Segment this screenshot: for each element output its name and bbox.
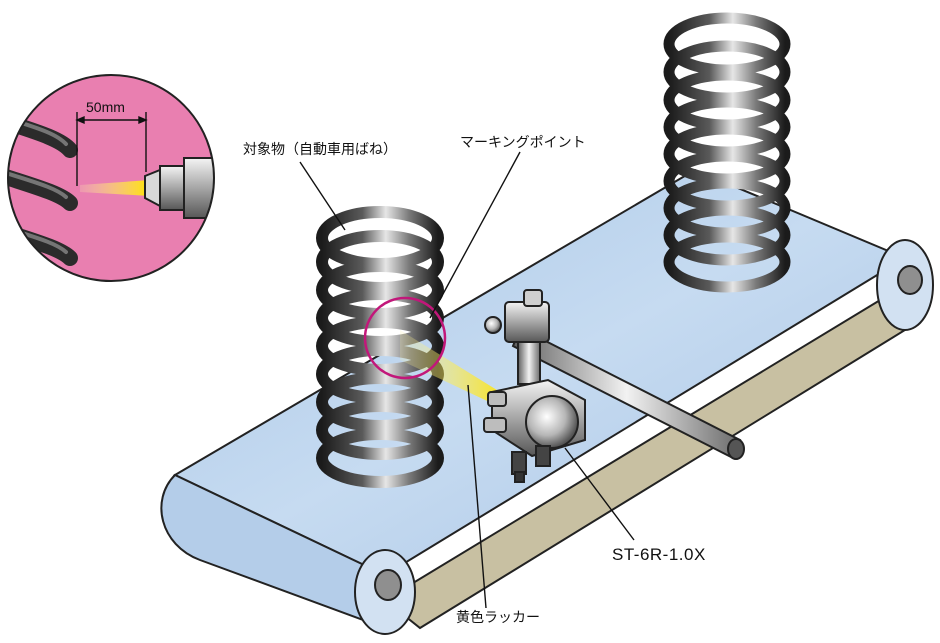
lacquer-label: 黄色ラッカー xyxy=(456,610,540,626)
lacquer-spray xyxy=(400,330,505,407)
rear-spring xyxy=(663,12,791,293)
distance-label: 50mm xyxy=(86,99,125,115)
model-label: ST-6R-1.0X xyxy=(612,545,706,564)
leader-lines xyxy=(299,151,635,609)
marking-point-label: マーキングポイント xyxy=(460,135,586,151)
marking-point-ring xyxy=(363,296,447,380)
inset-detail xyxy=(7,74,215,282)
marking-gun xyxy=(483,289,745,483)
target-label: 対象物（自動車用ばね） xyxy=(243,142,397,158)
